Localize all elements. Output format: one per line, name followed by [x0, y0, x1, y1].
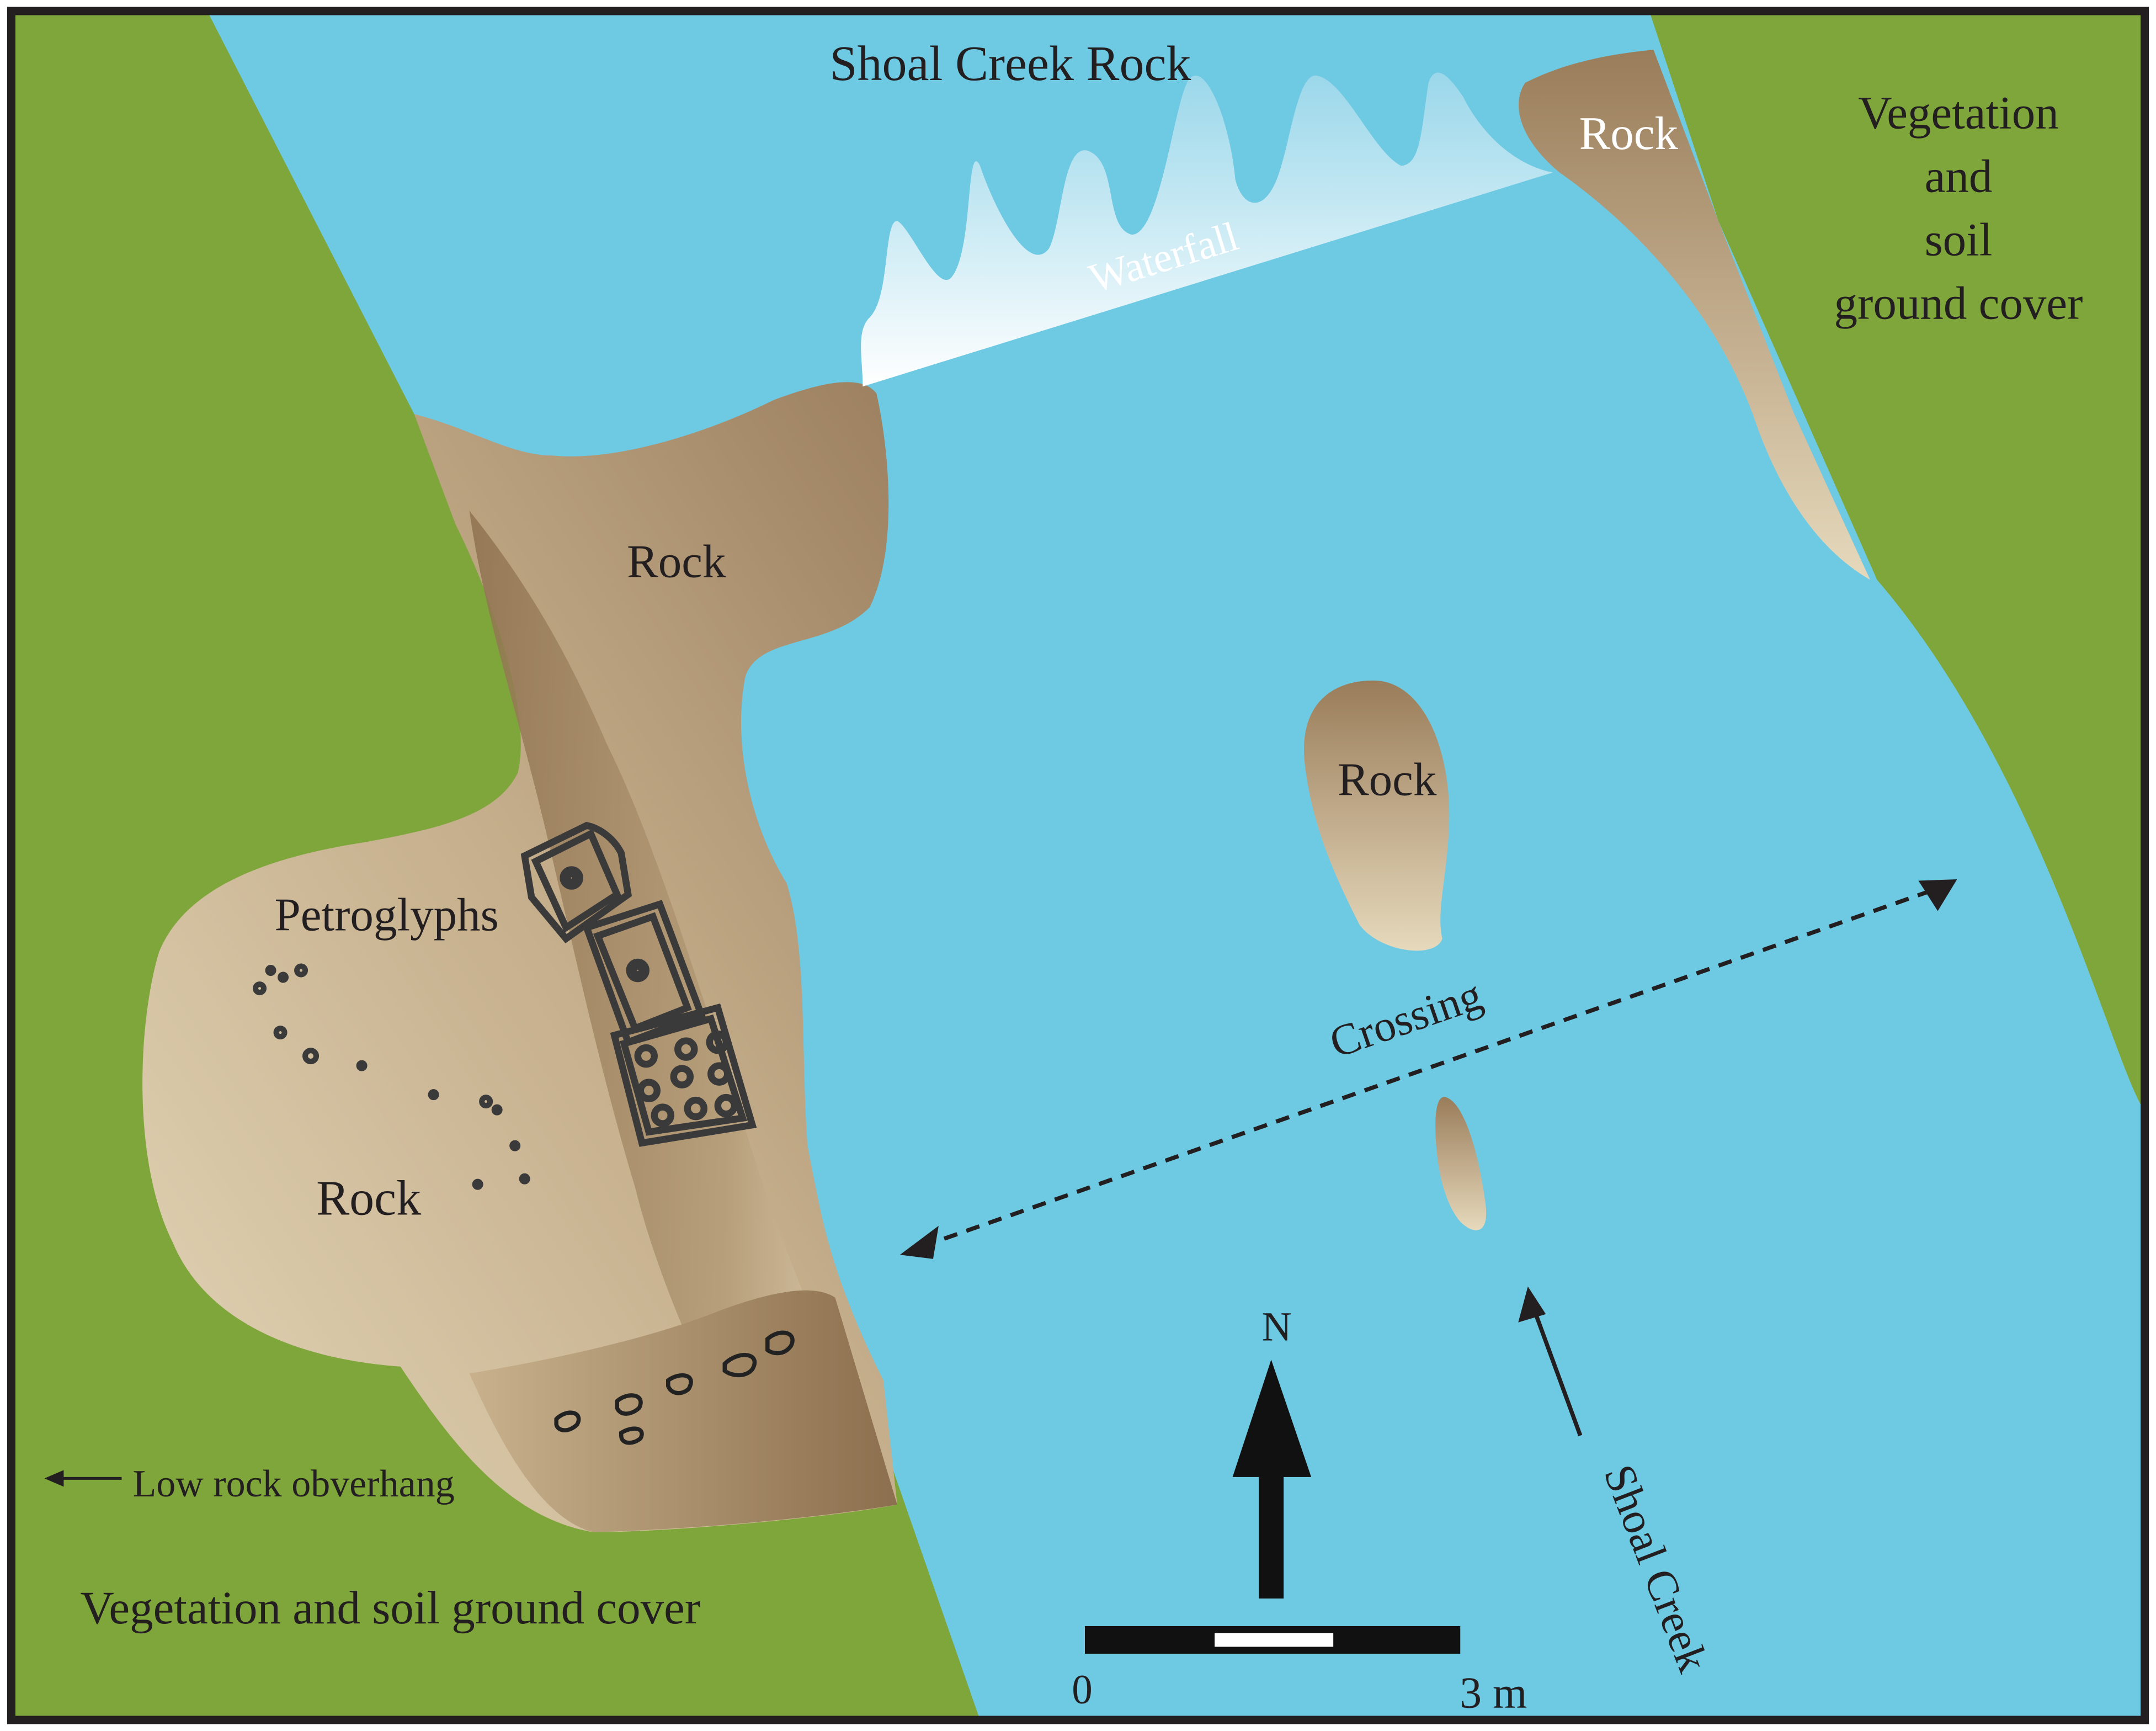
rock-center-left-label: Rock — [627, 535, 726, 587]
rock-upper-right — [1519, 50, 1870, 580]
rock-small-island — [1435, 1097, 1487, 1230]
map-border — [7, 7, 2149, 1724]
rock-lower-left-label: Rock — [316, 1171, 422, 1226]
vegetation-right-line-1: Vegetation — [1858, 87, 2059, 139]
overhang-arrow — [44, 1470, 122, 1487]
scale-end-label: 3 m — [1460, 1669, 1527, 1717]
north-arrow-icon — [1232, 1360, 1312, 1599]
vegetation-right — [1649, 11, 2145, 1112]
north-label: N — [1262, 1304, 1292, 1350]
rock-hollows — [554, 1330, 795, 1445]
waterfall — [861, 72, 1553, 387]
petroglyphs-label: Petroglyphs — [274, 889, 498, 941]
map-title: Shoal Creek Rock — [829, 36, 1191, 91]
petroglyph-panels — [520, 821, 757, 1147]
vegetation-right-line-4: ground cover — [1834, 278, 2083, 330]
rock-island-label: Rock — [1338, 753, 1437, 805]
vegetation-right-line-2: and — [1925, 151, 1993, 203]
scale-start-label: 0 — [1072, 1667, 1093, 1713]
vegetation-right-line-3: soil — [1925, 214, 1993, 266]
rock-upper-right-label: Rock — [1579, 108, 1679, 160]
petroglyph-dots — [253, 963, 530, 1190]
scale-bar — [1085, 1626, 1461, 1654]
crossing-route — [899, 879, 1957, 1259]
vegetation-bottom-left-label: Vegetation and soil ground cover — [80, 1582, 700, 1634]
rock-island — [1303, 680, 1450, 951]
creek-flow-arrow — [1518, 1286, 1583, 1437]
overhang-label: Low rock obverhang — [132, 1463, 454, 1505]
rock-overhang — [469, 1290, 897, 1532]
